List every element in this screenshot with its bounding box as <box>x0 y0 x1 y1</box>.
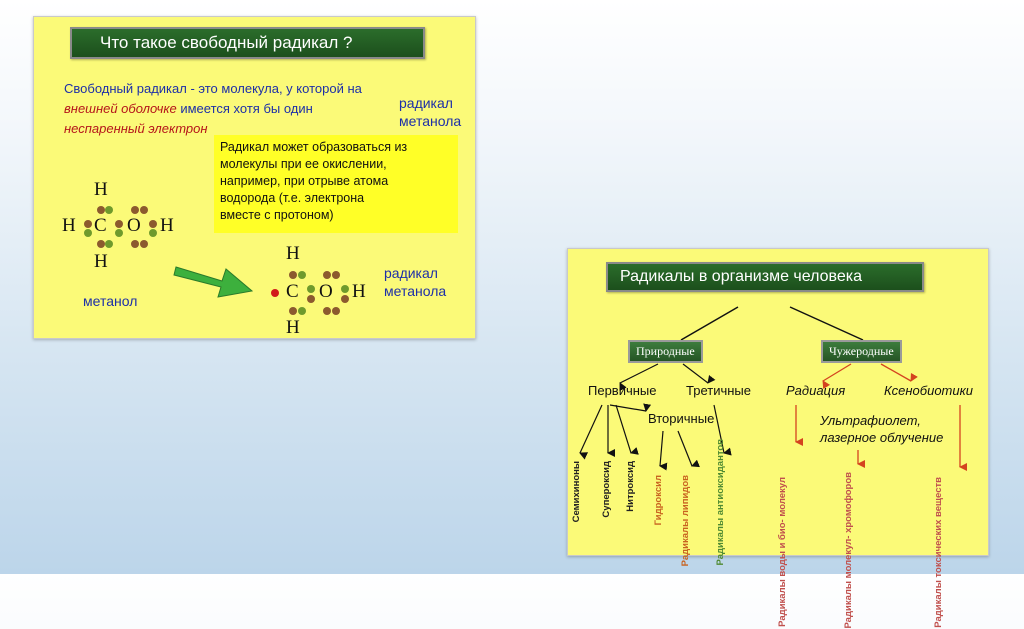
electron-dot <box>323 307 331 315</box>
leaf-water-line3: молекул <box>777 477 788 517</box>
electron-dot <box>341 295 349 303</box>
category-primary: Первичные <box>588 383 657 398</box>
leaf-chromophore-radicals: Радикалы молекул- хромофоров <box>843 472 854 629</box>
leaf-lipid-line1: Радикалы <box>680 518 691 567</box>
leaf-nitroxide: Нитроксид <box>625 461 636 512</box>
tree-connectors <box>579 306 967 471</box>
atom-c: C <box>94 215 107 236</box>
definition-unpaired-electron: неспаренный электрон <box>64 121 208 136</box>
slide-free-radical: Что такое свободный радикал ? Свободный … <box>33 16 476 339</box>
electron-dot <box>140 240 148 248</box>
electron-dot <box>115 220 123 228</box>
leaf-lipid-line2: липидов <box>680 475 691 517</box>
atom-h: H <box>94 179 108 200</box>
leaf-hydroxyl: Гидроксил <box>653 475 664 526</box>
category-uv-laser: Ультрафиолет, лазерное облучение <box>820 412 943 446</box>
leaf-toxic-line1: Радикалы <box>933 580 944 628</box>
electron-dot <box>298 307 306 315</box>
reaction-arrow-icon <box>173 266 254 298</box>
node-natural: Природные <box>628 340 703 363</box>
radical-label-top-line1: радикал <box>399 95 453 111</box>
electron-dot <box>84 229 92 237</box>
definition-line-2: имеется хотя бы один <box>176 101 313 116</box>
atom-h: H <box>62 215 76 236</box>
electron-dot <box>307 285 315 293</box>
electron-dot <box>131 206 139 214</box>
slide-title: Что такое свободный радикал ? <box>70 27 425 59</box>
radical-label-bottom-line2: метанола <box>384 283 447 299</box>
leaf-water-radicals: Радикалы воды и био- молекул <box>777 477 788 627</box>
electron-dot <box>97 206 105 214</box>
unpaired-electron-dot <box>271 289 279 297</box>
radical-label-top-line2: метанола <box>399 113 462 129</box>
electron-dot <box>115 229 123 237</box>
electron-dot <box>298 271 306 279</box>
info-line: Радикал может образоваться из <box>220 140 408 154</box>
atom-h: H <box>286 317 300 338</box>
info-line: водорода (т.е. электрона <box>220 191 365 205</box>
electron-dot <box>341 285 349 293</box>
slide-title: Радикалы в организме человека <box>606 262 924 292</box>
definition-text: Свободный радикал - это молекула, у кото… <box>64 79 362 139</box>
electron-dot <box>289 271 297 279</box>
electron-dot <box>307 295 315 303</box>
info-line: например, при отрыве атома <box>220 174 389 188</box>
leaf-chromophore-line3: хромофоров <box>843 472 854 533</box>
atom-h: H <box>94 251 108 272</box>
leaf-chromophore-line2: молекул- <box>843 535 854 579</box>
atom-h: H <box>352 281 366 302</box>
definition-line-1: Свободный радикал - это молекула, у кото… <box>64 81 362 96</box>
electron-dot <box>149 229 157 237</box>
uv-line-2: лазерное облучение <box>820 430 944 445</box>
leaf-antioxidant-line2: антиоксидантов <box>715 439 726 516</box>
electron-dot <box>332 307 340 315</box>
radical-label-bottom: радикал метанола <box>384 264 446 300</box>
slide-radicals-in-body: Радикалы в организме человека Природные … <box>567 248 989 629</box>
definition-outer-shell: внешней оболочке <box>64 101 177 116</box>
leaf-antioxidant-line1: Радикалы <box>715 517 726 566</box>
atom-o: O <box>319 281 333 302</box>
category-radiation: Радиация <box>786 383 846 398</box>
leaf-antioxidant-radicals: Радикалы антиоксидантов <box>715 439 726 566</box>
leaf-semiquinones: Семихиноны <box>571 461 582 523</box>
uv-line-1: Ультрафиолет, <box>820 413 921 428</box>
electron-dot <box>289 307 297 315</box>
leaf-superoxide: Супероксид <box>601 461 612 518</box>
leaf-toxic-line2: токсических <box>933 519 944 578</box>
leaf-lipid-radicals: Радикалы липидов <box>680 475 691 567</box>
atom-c: C <box>286 281 299 302</box>
atom-h: H <box>286 243 300 264</box>
info-box: Радикал может образоваться из молекулы п… <box>214 135 458 233</box>
info-line: молекулы при ее окислении, <box>220 157 387 171</box>
radical-label-top: радикал метанола <box>399 94 461 130</box>
node-foreign: Чужеродные <box>821 340 902 363</box>
electron-dot <box>105 206 113 214</box>
leaf-chromophore-line1: Радикалы <box>843 580 854 629</box>
category-xenobiotics: Ксенобиотики <box>884 383 973 398</box>
category-secondary: Вторичные <box>648 411 715 426</box>
atom-h: H <box>160 215 174 236</box>
leaf-water-line2: воды и био- <box>777 519 788 577</box>
leaf-toxic-line3: веществ <box>933 477 944 517</box>
category-tertiary: Третичные <box>686 383 751 398</box>
electron-dot <box>332 271 340 279</box>
electron-dot <box>323 271 331 279</box>
electron-dot <box>140 206 148 214</box>
radical-label-bottom-line1: радикал <box>384 265 438 281</box>
atom-o: O <box>127 215 141 236</box>
electron-dot <box>97 240 105 248</box>
electron-dot <box>105 240 113 248</box>
methanol-label: метанол <box>83 293 138 309</box>
electron-dot <box>149 220 157 228</box>
info-line: вместе с протоном) <box>220 208 334 222</box>
leaf-water-line1: Радикалы <box>777 579 788 627</box>
electron-dot <box>84 220 92 228</box>
electron-dot <box>131 240 139 248</box>
leaf-toxic-radicals: Радикалы токсических веществ <box>933 477 944 628</box>
